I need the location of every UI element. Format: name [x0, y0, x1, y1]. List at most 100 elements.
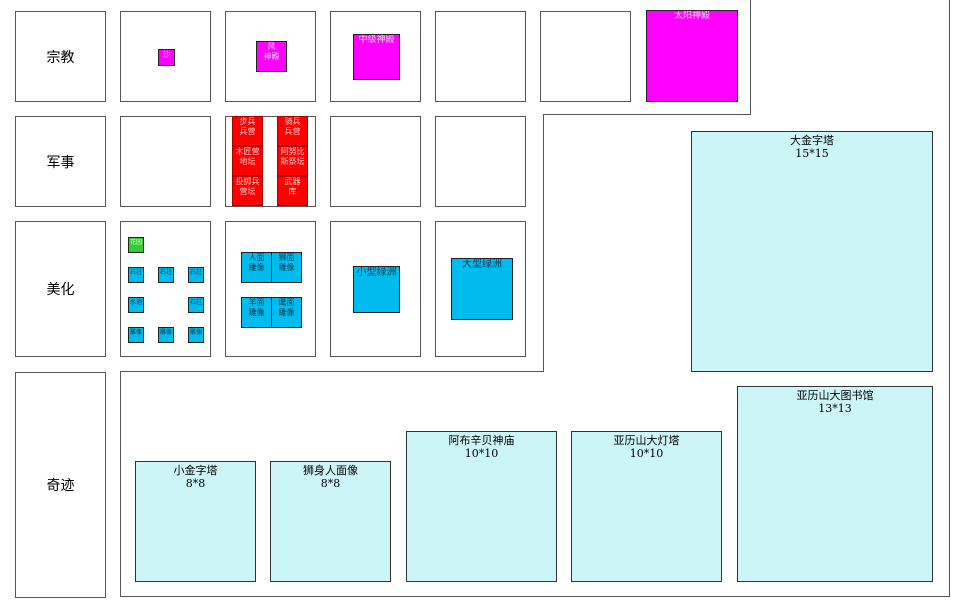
small-deco-1: 石柱 [128, 267, 144, 283]
small-deco-2: 石柱 [158, 267, 174, 283]
alexandria-library-size: 13*13 [818, 402, 852, 415]
st3-l1: 羊面 [248, 298, 265, 307]
mil5-l2: 营坛 [239, 187, 256, 196]
s7-label: 雕像 [159, 329, 172, 336]
alexandria-library-name: 亚历山大图书馆 [796, 389, 874, 402]
outline-mid-right [543, 114, 544, 372]
st1-l2: 雕像 [248, 263, 265, 272]
religion-cell-2: 风神殿 [225, 11, 316, 102]
s4-label: 水池 [129, 299, 142, 306]
s8-label: 雕像 [189, 329, 202, 336]
alexandria-library: 亚历山大图书馆 13*13 [737, 386, 933, 582]
statue-lion: 狮面雕像 [271, 252, 302, 283]
abu-simbel-name: 阿布辛贝神庙 [448, 434, 515, 447]
small-deco-3: 石柱 [188, 267, 204, 283]
outline-wonders-bottom [120, 596, 949, 597]
great-pyramid-size: 15*15 [795, 147, 829, 160]
outline-religion-right [750, 0, 751, 115]
small-pyramid-name: 小金字塔 [173, 464, 218, 477]
beautify-cell-1: 花园 石柱 石柱 石柱 水池 石柱 雕像 雕像 雕像 [120, 221, 211, 357]
beautify-cell-3: 小型绿洲 [330, 221, 421, 357]
alexandria-lighthouse: 亚历山大灯塔 10*10 [571, 431, 722, 582]
small-deco-4: 水池 [128, 297, 144, 313]
statue-ram: 羊面雕像 [241, 297, 272, 328]
garden-label: 花园 [129, 239, 142, 246]
row-label-military: 军事 [15, 116, 106, 207]
st4-l2: 雕像 [278, 308, 295, 317]
mil3-l1: 木匠营 [235, 147, 260, 156]
s3-label: 石柱 [189, 269, 202, 276]
abu-simbel: 阿布辛贝神庙 10*10 [406, 431, 557, 582]
great-pyramid: 大金字塔 15*15 [691, 131, 933, 372]
sphinx-size: 8*8 [320, 477, 341, 490]
mil1-l2: 兵营 [239, 127, 256, 136]
great-pyramid-name: 大金字塔 [790, 134, 834, 147]
beautify-cell-2: 人面雕像 狮面雕像 羊面雕像 鹰面雕像 [225, 221, 316, 357]
mil1-l1: 步兵 [239, 117, 256, 126]
wind-temple-label-1: 风 [267, 42, 276, 51]
religion-cell-4 [435, 11, 526, 102]
beautify-cell-4: 大型绿洲 [435, 221, 526, 357]
row-label-wonders: 奇迹 [15, 372, 106, 598]
small-oasis-label: 小型绿洲 [356, 267, 397, 278]
small-deco-7: 雕像 [158, 327, 174, 343]
sphinx-name: 狮身人面像 [303, 464, 358, 477]
statue-human: 人面雕像 [241, 252, 272, 283]
s1-label: 石柱 [129, 269, 142, 276]
garden-tile: 花园 [128, 237, 144, 253]
military-block-5: 投掷兵营坛 [232, 176, 263, 206]
mil2-l1: 骑兵 [284, 117, 301, 126]
military-cell-3 [330, 116, 421, 207]
military-block-2: 骑兵兵营 [277, 116, 308, 146]
st3-l2: 雕像 [248, 308, 265, 317]
outline-religion-bottom [543, 114, 751, 115]
wind-temple-label-2: 神殿 [263, 52, 280, 61]
small-oasis: 小型绿洲 [353, 266, 400, 313]
military-block-4: 阿努比斯祭坛 [277, 146, 308, 176]
outline-wonders-top [120, 371, 544, 372]
religion-cell-3: 中级神殿 [330, 11, 421, 102]
st4-l1: 鹰面 [278, 298, 295, 307]
religion-cell-1: 沙 [120, 11, 211, 102]
s5-label: 石柱 [189, 299, 202, 306]
mil3-l2: 地坛 [239, 157, 256, 166]
lighthouse-size: 10*10 [629, 447, 664, 460]
small-shrine: 沙 [158, 49, 175, 66]
mid-temple-label: 中级神殿 [358, 35, 395, 45]
lighthouse-name: 亚历山大灯塔 [613, 434, 680, 447]
small-pyramid-size: 8*8 [185, 477, 206, 490]
outline-wonders-left [120, 371, 121, 597]
military-cell-4 [435, 116, 526, 207]
religion-cell-5 [540, 11, 631, 102]
row-label-beautify: 美化 [15, 221, 106, 357]
small-pyramid: 小金字塔 8*8 [135, 461, 256, 582]
sun-temple-label: 太阳神殿 [673, 11, 710, 21]
military-block-3: 木匠营地坛 [232, 146, 263, 176]
s6-label: 雕像 [129, 329, 142, 336]
mil4-l2: 斯祭坛 [280, 157, 305, 166]
small-shrine-label: 沙 [162, 50, 171, 59]
large-oasis: 大型绿洲 [451, 258, 513, 320]
st1-l1: 人面 [248, 253, 265, 262]
military-cell-1 [120, 116, 211, 207]
outline-page-right [949, 0, 950, 597]
small-deco-8: 雕像 [188, 327, 204, 343]
st2-l2: 雕像 [278, 263, 295, 272]
large-oasis-label: 大型绿洲 [462, 259, 502, 270]
row-label-religion: 宗教 [15, 11, 106, 102]
military-block-1: 步兵兵营 [232, 116, 263, 146]
mil4-l1: 阿努比 [280, 147, 305, 156]
s2-label: 石柱 [159, 269, 172, 276]
mil5-l1: 投掷兵 [235, 177, 260, 186]
mil6-l2: 库 [288, 187, 297, 196]
sun-temple: 太阳神殿 [646, 10, 738, 102]
military-block-6: 武器库 [277, 176, 308, 206]
abu-simbel-size: 10*10 [464, 447, 499, 460]
mil6-l1: 武器 [284, 177, 301, 186]
sphinx: 狮身人面像 8*8 [270, 461, 391, 582]
wind-temple: 风神殿 [256, 41, 287, 72]
small-deco-5: 石柱 [188, 297, 204, 313]
statue-hawk: 鹰面雕像 [271, 297, 302, 328]
small-deco-6: 雕像 [128, 327, 144, 343]
st2-l1: 狮面 [278, 253, 295, 262]
